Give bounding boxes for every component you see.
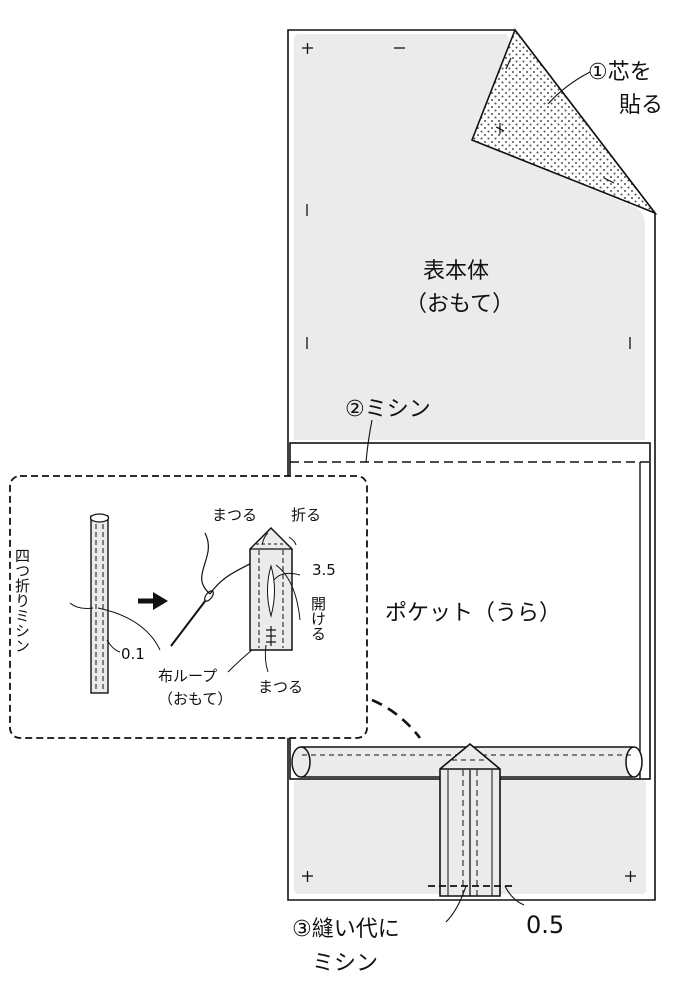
callout-curve bbox=[371, 698, 422, 739]
inset-label-dim-35: 3.5 bbox=[312, 561, 336, 579]
needle-icon bbox=[170, 532, 263, 647]
label-body-line2: （おもて） bbox=[405, 292, 514, 317]
inset-label-loop-line1: 布ループ bbox=[158, 667, 217, 685]
label-step3-line1: ③縫い代に bbox=[292, 917, 400, 942]
label-dim-05: 0.5 bbox=[526, 911, 564, 939]
interfacing-corner-flap bbox=[470, 28, 658, 215]
inset-label-akeru: 開ける bbox=[309, 596, 327, 641]
inset-label-oru: 折る bbox=[291, 506, 321, 524]
label-pocket: ポケット（うら） bbox=[385, 601, 561, 626]
fabric-loop bbox=[428, 742, 512, 897]
label-body-line1: 表本体 bbox=[423, 259, 489, 284]
fourfold-strip bbox=[89, 513, 110, 694]
inset-leader-lines bbox=[69, 532, 301, 673]
inset-label-dim-01: 0.1 bbox=[121, 645, 145, 663]
arrow-icon bbox=[138, 592, 168, 610]
inset-label-matsuru-top: まつる bbox=[212, 506, 257, 524]
label-step3-line2: ミシン bbox=[312, 951, 378, 976]
inset-detail: 四つ折りミシン 0.1 布ループ （おもて） まつる 折る 3.5 開ける まつ… bbox=[9, 475, 368, 739]
label-step2: ②ミシン bbox=[345, 397, 431, 422]
label-step1-line2: 貼る bbox=[619, 93, 663, 118]
loop-folded-piece bbox=[249, 526, 293, 651]
label-step1-line1: ①芯を bbox=[588, 60, 652, 85]
inset-label-matsuru-bottom: まつる bbox=[258, 678, 303, 696]
inset-label-fourfold: 四つ折りミシン bbox=[13, 548, 31, 653]
leader-lines bbox=[365, 71, 591, 923]
inset-label-loop-line2: （おもて） bbox=[158, 690, 232, 708]
